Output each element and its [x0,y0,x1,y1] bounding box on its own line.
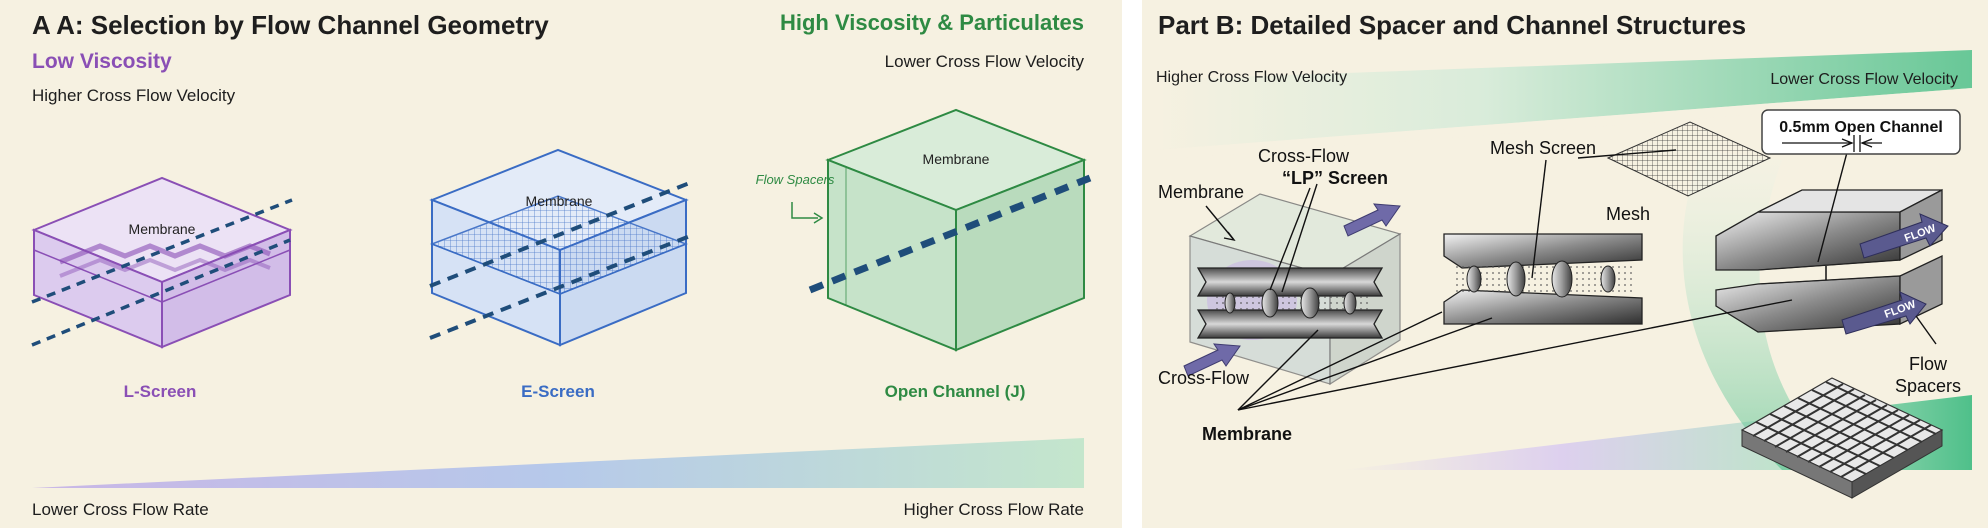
panel-b-drawing: FLOW FLOW [1156,50,1972,499]
open-channel-label: Open Channel (J) [885,382,1026,401]
panel-divider [1122,0,1142,528]
mesh-sheet [1606,121,1772,197]
low-viscosity-label: Low Viscosity [32,50,172,73]
open-channel-membrane-label: Membrane [923,151,990,167]
mesh-screen-module [1443,233,1643,325]
higher-cross-flow-velocity-label: Higher Cross Flow Velocity [32,86,236,105]
l-screen-label: L-Screen [124,382,197,401]
e-screen-module [429,148,693,347]
flow-spacers-pointer [791,202,818,219]
e-screen-label: E-Screen [521,382,595,401]
l-screen-membrane-label: Membrane [129,221,196,237]
lp-screen-label: “LP” Screen [1282,168,1388,188]
e-screen-membrane-label: Membrane [526,193,593,209]
panel-b: Part B: Detailed Spacer and Channel Stru… [1142,0,1988,528]
mesh-label: Mesh [1606,204,1650,224]
flow-swoosh [1682,150,1842,470]
open-channel-module [808,108,1092,352]
open-channel-callout-label: 0.5mm Open Channel [1779,119,1943,136]
panel-b-title: Part B: Detailed Spacer and Channel Stru… [1158,10,1747,40]
b-lower-velocity-label: Lower Cross Flow Velocity [1770,71,1958,88]
high-viscosity-label: High Viscosity & Particulates [779,10,1084,35]
membrane-bottom-label: Membrane [1202,424,1292,444]
open-channel-module-b [1715,188,1949,335]
lp-screen-module [1183,193,1402,386]
flow-spacers-line1: Flow [1909,354,1948,374]
panel-a-drawing: Membrane Membrane Membrane [31,60,1092,488]
panel-a: A A: Selection by Flow Channel Geometry … [31,10,1092,519]
panel-a-title: A A: Selection by Flow Channel Geometry [32,10,549,40]
leader-lines [1205,125,1937,411]
higher-cross-flow-rate-label: Higher Cross Flow Rate [903,500,1084,519]
lower-cross-flow-velocity-label: Lower Cross Flow Velocity [884,52,1084,71]
flow-spacers-line2: Spacers [1895,376,1961,396]
l-screen-module [31,176,293,349]
membrane-top-label: Membrane [1158,182,1244,202]
cross-flow-rate-wedge [32,438,1084,488]
cross-flow-top-label: Cross-Flow [1258,146,1350,166]
flow-spacers-note: Flow Spacers [756,172,835,187]
lower-cross-flow-rate-label: Lower Cross Flow Rate [32,500,209,519]
b-higher-velocity-label: Higher Cross Flow Velocity [1156,69,1347,86]
velocity-band [1156,50,1972,150]
cross-flow-bottom-label: Cross-Flow [1158,368,1250,388]
mesh-screen-label: Mesh Screen [1490,138,1596,158]
flow-spacer-grid [1740,377,1944,499]
